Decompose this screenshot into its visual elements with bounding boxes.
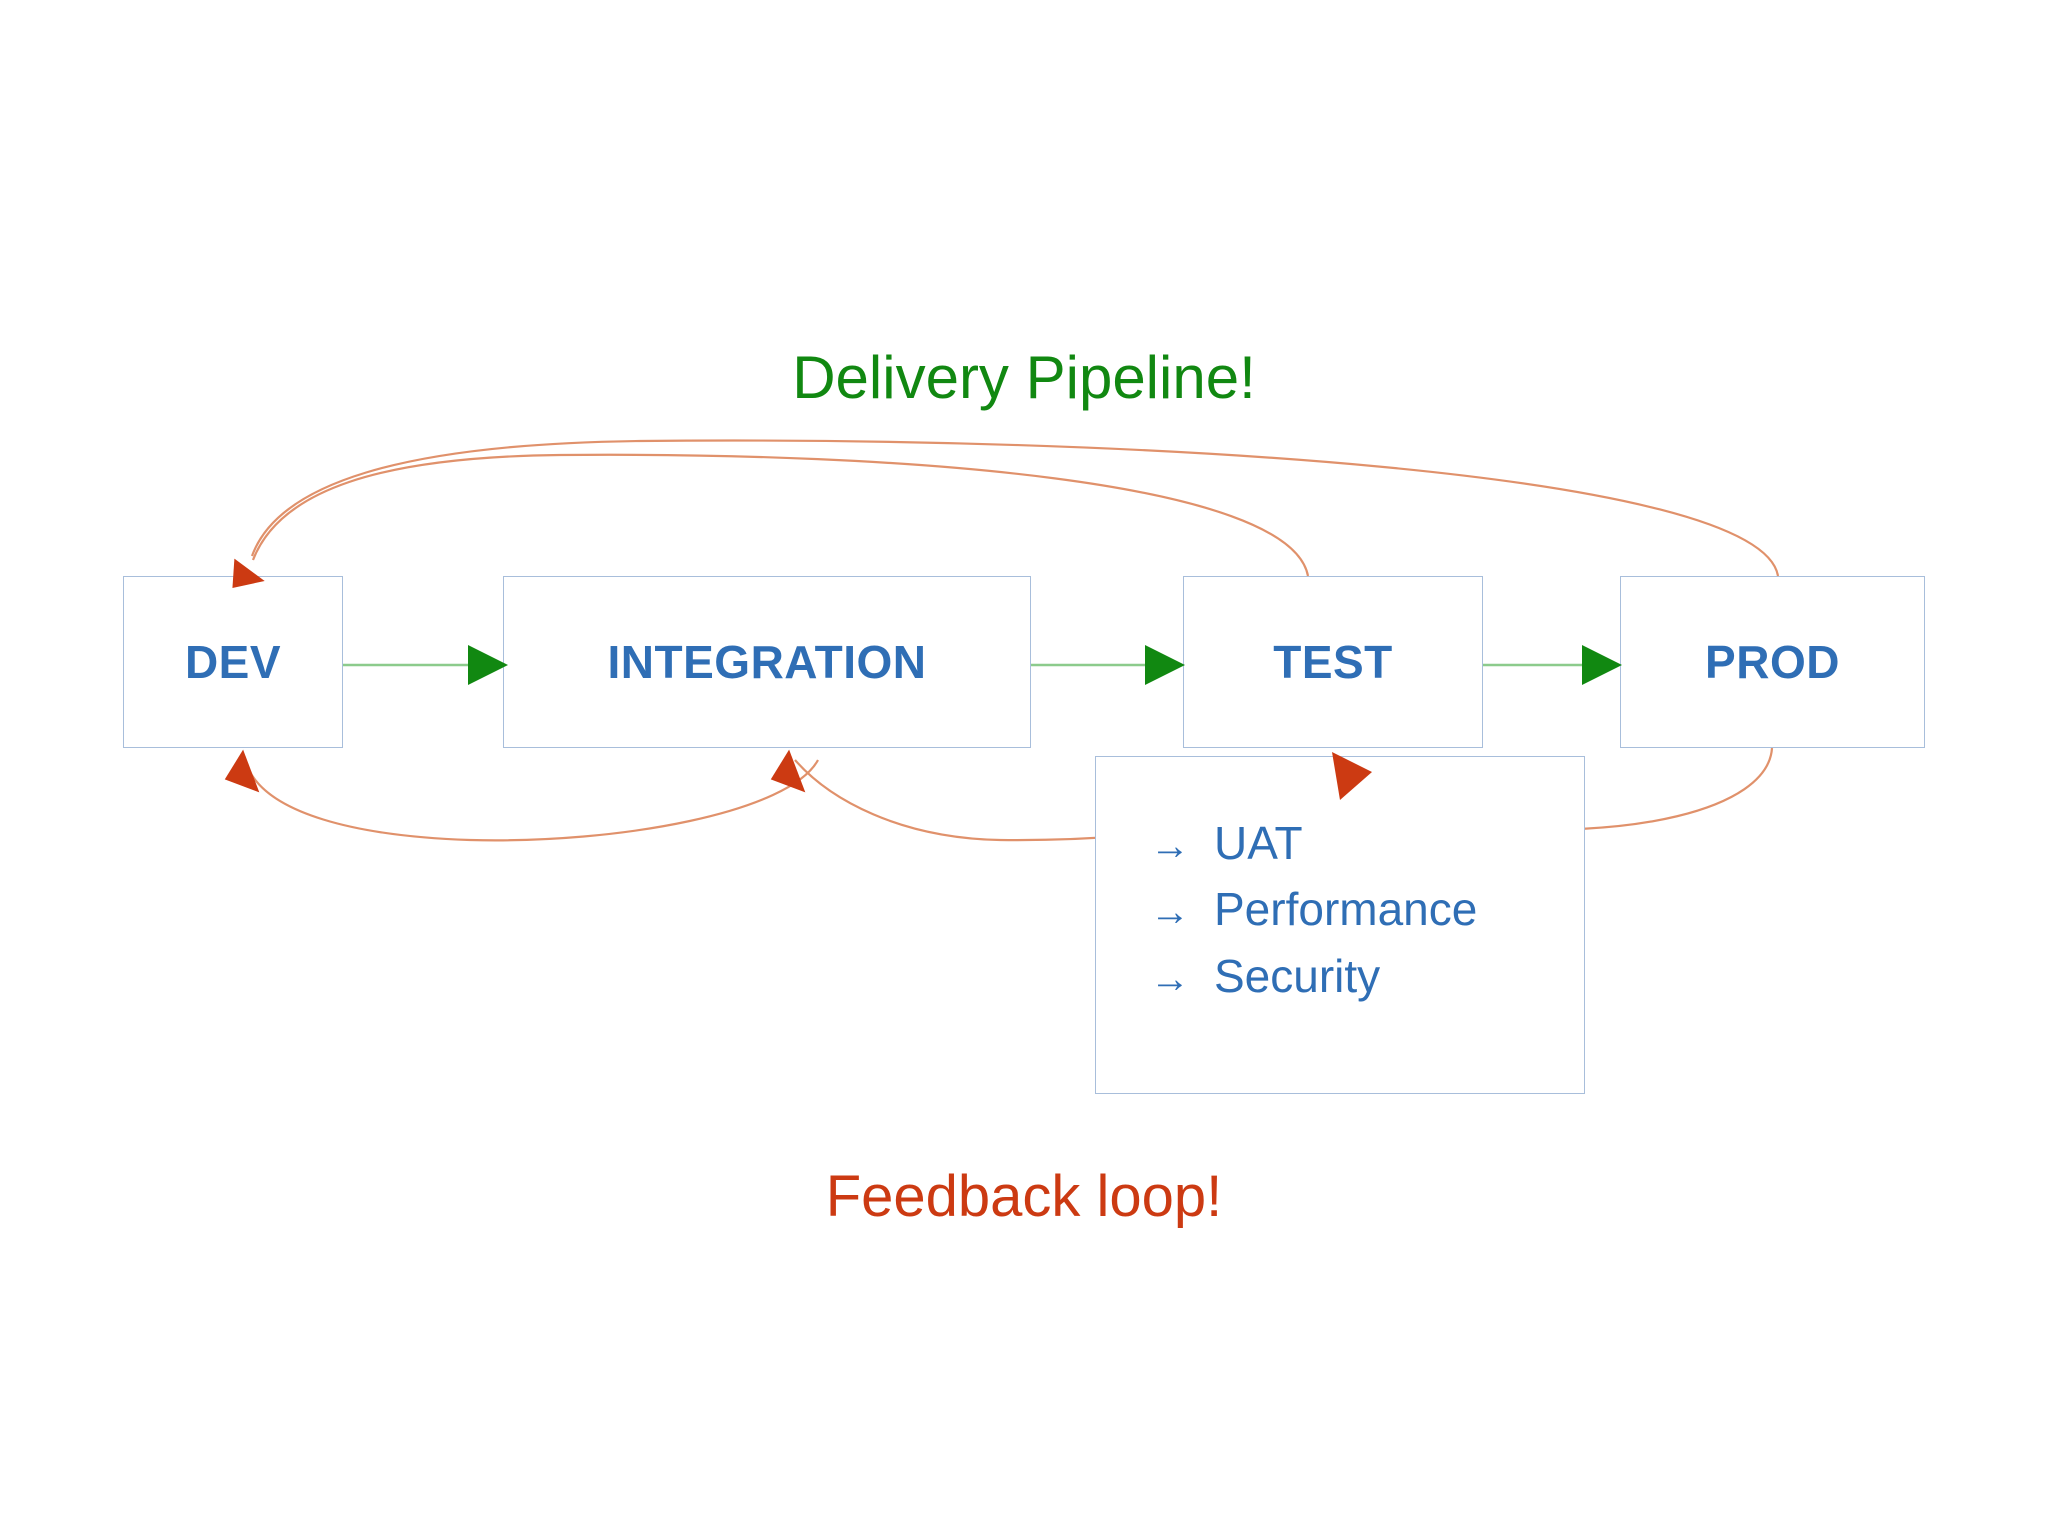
feedback-curve-test-to-dev — [251, 453, 1310, 577]
test-detail-item-performance: → Performance — [1150, 883, 1584, 936]
stage-box-dev[interactable]: DEV — [123, 576, 343, 748]
stage-label-test: TEST — [1273, 636, 1393, 688]
test-detail-label-security: Security — [1214, 949, 1381, 1002]
stage-box-test[interactable]: TEST — [1183, 576, 1483, 748]
stage-label-dev: DEV — [184, 636, 282, 688]
stage-label-integration: INTEGRATION — [607, 636, 927, 688]
diagram-title: Delivery Pipeline! — [792, 344, 1256, 411]
flow-arrow-test-to-prod — [1483, 645, 1622, 685]
flow-arrow-integration-to-test — [1031, 645, 1185, 685]
test-detail-item-security: → Security — [1150, 949, 1584, 1002]
test-detail-label-performance: Performance — [1214, 883, 1478, 936]
arrow-right-icon: → — [1150, 956, 1190, 1001]
test-detail-label-uat: UAT — [1214, 817, 1303, 869]
feedback-arrowhead-integration-bottom — [770, 749, 806, 793]
flow-arrow-dev-to-integration — [343, 645, 508, 685]
test-detail-item-uat: → UAT — [1150, 817, 1584, 869]
feedback-curve-integration-to-dev — [249, 759, 819, 842]
stage-box-integration[interactable]: INTEGRATION — [503, 576, 1031, 748]
stage-box-prod[interactable]: PROD — [1620, 576, 1925, 748]
arrow-right-icon: → — [1150, 824, 1190, 868]
stage-label-prod: PROD — [1705, 636, 1840, 688]
feedback-loop-caption: Feedback loop! — [825, 1164, 1223, 1229]
arrow-right-icon: → — [1150, 890, 1190, 935]
test-details-box[interactable]: → UAT → Performance → Security — [1095, 756, 1585, 1094]
feedback-arrowhead-dev-bottom — [224, 749, 260, 793]
feedback-curve-prod-to-dev — [250, 439, 1780, 577]
